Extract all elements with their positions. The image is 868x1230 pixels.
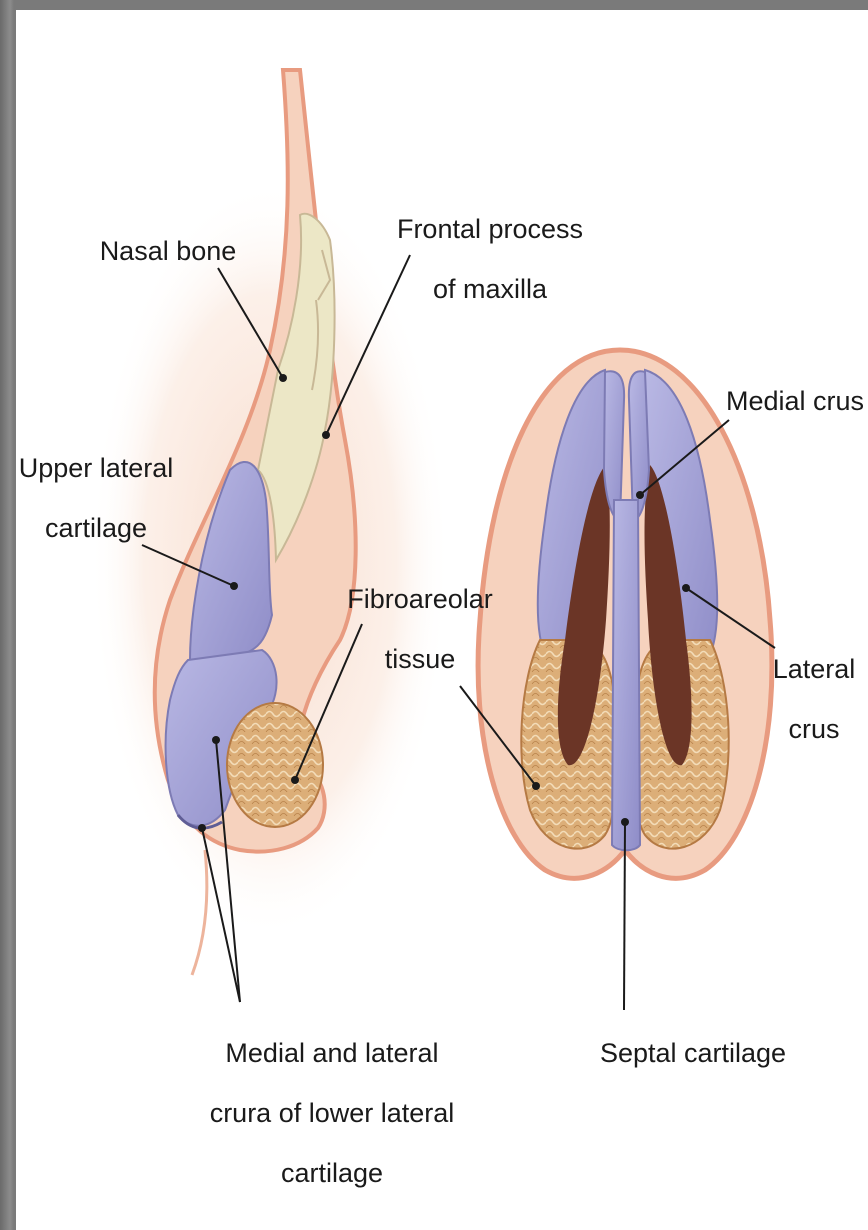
dot-fibroareolar-right — [532, 782, 540, 790]
dot-medial-crura — [212, 736, 220, 744]
dot-upper-lateral — [230, 582, 238, 590]
basal-view — [478, 350, 772, 878]
septal-cartilage — [612, 500, 640, 850]
label-crura-line1: Medial and lateral — [225, 1038, 438, 1068]
leader-septal-cartilage — [624, 822, 625, 1010]
dot-nasal-bone — [279, 374, 287, 382]
label-crura-line3: cartilage — [281, 1158, 383, 1188]
dot-lateral-crus — [682, 584, 690, 592]
label-lateral-crus-line1: Lateral — [773, 654, 856, 684]
dot-fibroareolar-left — [291, 776, 299, 784]
dot-lateral-crura — [198, 824, 206, 832]
label-septal-cartilage: Septal cartilage — [600, 1038, 786, 1068]
label-medial-crus: Medial crus — [726, 386, 864, 416]
label-upper-lateral-line2: cartilage — [45, 513, 147, 543]
dot-frontal-process — [322, 431, 330, 439]
label-fibroareolar-line1: Fibroareolar — [347, 584, 493, 614]
label-lateral-crus-line2: crus — [788, 714, 839, 744]
dot-septal-cartilage — [621, 818, 629, 826]
label-crura-line2: crura of lower lateral — [210, 1098, 455, 1128]
label-fibroareolar-line2: tissue — [385, 644, 456, 674]
label-frontal-process-line1: Frontal process — [397, 214, 583, 244]
label-upper-lateral-line1: Upper lateral — [19, 453, 174, 483]
fibroareolar-tissue-lateral — [227, 703, 323, 827]
label-nasal-bone: Nasal bone — [100, 236, 237, 266]
dot-medial-crus — [636, 491, 644, 499]
label-frontal-process-line2: of maxilla — [433, 274, 548, 304]
left-medial-crus — [604, 371, 624, 520]
